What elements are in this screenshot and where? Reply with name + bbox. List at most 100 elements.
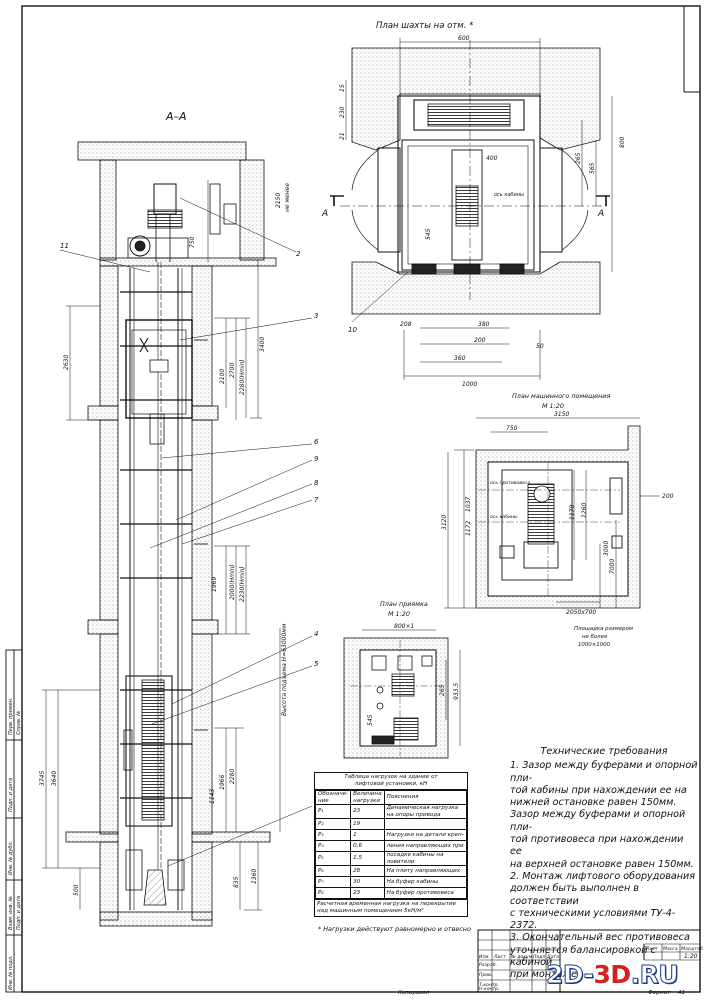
tech-line: 2. Монтаж лифтового оборудования xyxy=(510,870,696,882)
left-strip-label: Инв. № подл. xyxy=(8,956,14,991)
technical-requirements: Технические требования 1. Зазор между бу… xyxy=(510,746,698,982)
dim-835: 835 xyxy=(233,876,240,888)
dim: 1170 xyxy=(569,505,576,520)
dim: 15 xyxy=(339,84,346,92)
dim: 208 xyxy=(400,321,412,328)
callout: 8 xyxy=(314,479,319,487)
dim-1143: 1143 xyxy=(209,789,216,804)
logo-part: 3D xyxy=(593,960,632,989)
cell: 23 xyxy=(350,804,385,819)
dim-lift-height: Высота подъема Н=63000мм xyxy=(281,623,288,716)
caption-line: Таблица нагрузок на здание от xyxy=(344,774,438,780)
load-table-footer: Расчетная временная нагрузка на перекрыт… xyxy=(315,899,467,916)
tech-line: с техническими условиями ТУ-4-2372. xyxy=(510,907,676,932)
dim: 1037 xyxy=(465,497,472,512)
dim: 400 xyxy=(486,155,498,162)
tech-line: той кабины при нахождении ее на xyxy=(510,784,687,796)
cut-marker-right: А xyxy=(597,209,604,219)
tech-line: на верхней остановке равен 150мм. xyxy=(510,858,694,870)
tech-line: 1. Зазор между буферами и опорной пли- xyxy=(510,760,698,784)
tb-row: Н.контр. xyxy=(479,986,500,992)
cell: 28 xyxy=(350,865,385,877)
dim: 360 xyxy=(454,355,466,362)
cell: На плиту направляющих xyxy=(383,865,468,877)
callout: 3 xyxy=(314,312,318,320)
dim: 600 xyxy=(458,35,470,42)
left-binding-strip xyxy=(5,649,23,993)
dim: 800 xyxy=(619,136,626,148)
logo-part: .RU xyxy=(630,960,679,990)
dim: 200 xyxy=(474,337,486,344)
callout: 9 xyxy=(314,455,319,463)
dim: 933.5 xyxy=(453,683,460,700)
pit-dims: 800×1 265 933.5 545 xyxy=(367,623,460,726)
pit-plan xyxy=(343,629,461,759)
cell: P₄ xyxy=(314,840,352,852)
dim-2150: 2150 xyxy=(275,193,282,208)
dim-500: 500 xyxy=(73,884,80,896)
machine-room-dims: 3150 750 200 3120 1037 1172 1260 1170 30… xyxy=(441,411,674,648)
tech-line: той противовеса при нахождении ее xyxy=(510,834,684,858)
shaft-plan-title: План шахты на отм. * xyxy=(376,21,473,31)
section-markers: А А xyxy=(321,209,604,219)
col-header: Величина нагрузки xyxy=(350,790,385,805)
format-value: А1 xyxy=(678,990,686,996)
col-header: Пояснения xyxy=(383,790,468,805)
cell xyxy=(383,818,468,830)
dim-3745: 3745 xyxy=(39,771,46,786)
section-title: А–А xyxy=(165,110,187,123)
cell: 1,5 xyxy=(350,851,385,866)
tech-line: нижней остановке равен 150мм. xyxy=(510,797,677,809)
left-strip-label: Инв. № дубл. xyxy=(8,841,14,875)
machine-room-title: План машинного помещения xyxy=(512,392,610,400)
cell: посадке кабины на ловители xyxy=(383,851,468,866)
dim-2280-hmin: 2280(Hmin) xyxy=(239,359,246,395)
cell: P₁ xyxy=(314,804,352,819)
dim: 3120 xyxy=(441,515,448,530)
tb-label: Масса xyxy=(663,946,678,952)
section-a-a xyxy=(65,141,277,927)
dim: 7000 xyxy=(609,559,616,574)
tech-heading: Технические требования xyxy=(540,746,668,757)
cell: P₆ xyxy=(314,865,352,877)
tb-col: Подп. xyxy=(533,954,547,960)
dim: 1000 xyxy=(462,381,477,388)
label: не более xyxy=(582,634,608,640)
cell: P₇ xyxy=(314,876,352,888)
tb-col: № докум. xyxy=(510,954,534,960)
cell: 19 xyxy=(350,818,385,830)
dim: 3000 xyxy=(603,541,610,556)
tb-col: Лист xyxy=(493,954,506,960)
logo-part: 2D- xyxy=(546,960,595,990)
dim: 1260 xyxy=(581,503,588,518)
load-table: Таблица нагрузок на здание от лифтовой у… xyxy=(314,772,468,917)
left-strip-label: Справ. № xyxy=(16,711,22,735)
callout: 2 xyxy=(296,250,301,258)
dim: 230 xyxy=(339,106,346,118)
cell: 23 xyxy=(350,887,385,899)
col-header: Обозначе-ние xyxy=(314,790,352,805)
load-table-caption: Таблица нагрузок на здание от лифтовой у… xyxy=(315,773,467,790)
watermark-logo: 2D-3D.RU xyxy=(546,960,680,990)
left-strip-label: Подп. и дата xyxy=(8,778,14,812)
dim-3640: 3640 xyxy=(51,771,58,786)
cell: 1 xyxy=(350,829,385,841)
dim-2100: 2100 xyxy=(219,369,226,384)
label: Площадка размером xyxy=(574,626,633,632)
cell: 30 xyxy=(350,876,385,888)
dim: 50 xyxy=(536,343,544,350)
cell: P₃ xyxy=(314,829,352,841)
machine-room-scale: М 1:20 xyxy=(542,402,564,410)
shaft-plan-dims: 600 1000 380 200 360 50 208 400 ось каби… xyxy=(339,35,626,388)
dim: 380 xyxy=(478,321,490,328)
left-strip-label: Перв. примен. xyxy=(8,697,14,735)
callout: 11 xyxy=(60,242,69,250)
dim-2630: 2630 xyxy=(63,355,70,370)
title-block xyxy=(477,929,701,993)
tb-col: Дата xyxy=(546,954,559,960)
